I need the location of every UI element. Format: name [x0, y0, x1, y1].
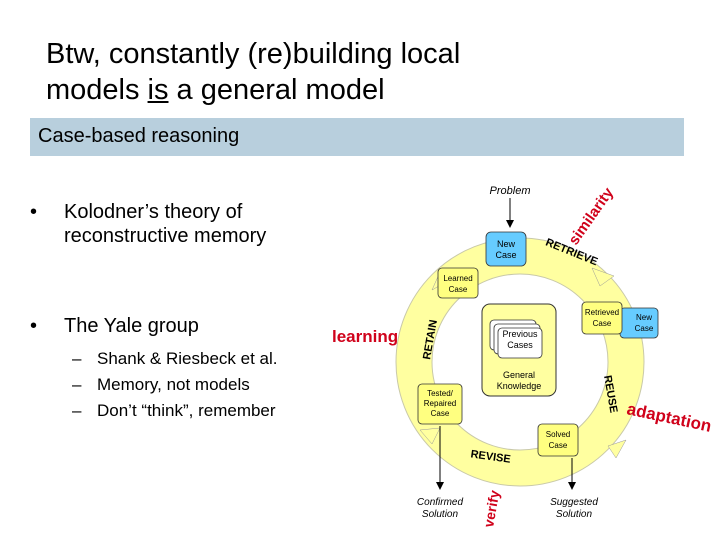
sub-bullet-list: –Shank & Riesbeck et al. –Memory, not mo…: [72, 346, 352, 424]
cycle-arrowhead-icon: [607, 439, 627, 459]
learned-case-label: Learned: [443, 274, 472, 283]
solved-case-label: Solved: [546, 430, 570, 439]
tested-case-label: Case: [431, 409, 450, 418]
retrieved-case-box: [581, 301, 623, 335]
learned-case-label: Case: [449, 285, 468, 294]
cycle-arrowhead-icon: [591, 267, 615, 287]
confirmed-solution-label: Confirmed: [417, 497, 464, 508]
sub-bullet-item: –Shank & Riesbeck et al.: [72, 346, 352, 372]
learned-case-box: [437, 267, 479, 299]
suggested-solution-label: Solution: [556, 509, 593, 520]
sub-bullet-text: Don’t “think”, remember: [97, 401, 276, 420]
previous-cases-label: Cases: [507, 340, 533, 350]
bullet-dot-icon: •: [30, 201, 38, 223]
section-header-band: Case-based reasoning: [30, 118, 684, 156]
title-line-2: models is a general model: [46, 72, 686, 108]
previous-cases-label: Previous: [502, 329, 538, 339]
new-case-small-label: Case: [635, 324, 654, 333]
confirmed-solution-label: Solution: [422, 509, 459, 520]
tested-case-label: Tested/: [427, 389, 454, 398]
previous-case-card: [497, 327, 543, 359]
bullet-dot-icon: •: [30, 315, 38, 337]
sub-bullet-text: Shank & Riesbeck et al.: [97, 349, 278, 368]
dash-icon: –: [72, 401, 82, 420]
new-case-label: New: [497, 239, 516, 249]
title-line-1: Btw, constantly (re)building local: [46, 38, 461, 70]
new-case-small-label: New: [636, 313, 652, 322]
bullet-text: The Yale group: [64, 315, 199, 337]
slide-title: Btw, constantly (re)building local model…: [46, 36, 686, 108]
title-line-2-post: a general model: [168, 74, 385, 106]
tested-case-box: [417, 383, 463, 425]
retrieved-case-label: Case: [593, 319, 612, 328]
sub-bullet-item: –Don’t “think”, remember: [72, 398, 352, 424]
revise-phase-label: REVISE: [470, 448, 512, 466]
dash-icon: –: [72, 349, 82, 368]
suggested-solution-label: Suggested: [550, 497, 598, 508]
tested-case-label: Repaired: [424, 399, 456, 408]
new-case-box: [485, 231, 527, 267]
title-emphasis: is: [147, 74, 169, 106]
sub-bullet-text: Memory, not models: [97, 375, 250, 394]
verify-annotation: verify: [480, 489, 502, 529]
sub-bullet-item: –Memory, not models: [72, 372, 352, 398]
new-case-label: Case: [495, 250, 516, 260]
solved-case-box: [537, 423, 579, 457]
problem-label: Problem: [490, 185, 531, 197]
retrieved-case-label: Retrieved: [585, 308, 619, 317]
title-line-2-pre: models: [46, 74, 148, 106]
cycle-arrowhead-icon: [419, 427, 441, 445]
section-heading: Case-based reasoning: [38, 125, 240, 147]
general-knowledge-label: General: [503, 370, 535, 380]
cycle-ring-inner-outline: [431, 273, 609, 451]
dash-icon: –: [72, 375, 82, 394]
bullet-text: Kolodner’s theory of reconstructive memo…: [64, 201, 267, 247]
learning-annotation: learning: [332, 327, 398, 346]
general-knowledge-label: Knowledge: [497, 381, 542, 391]
solved-case-label: Case: [549, 441, 568, 450]
